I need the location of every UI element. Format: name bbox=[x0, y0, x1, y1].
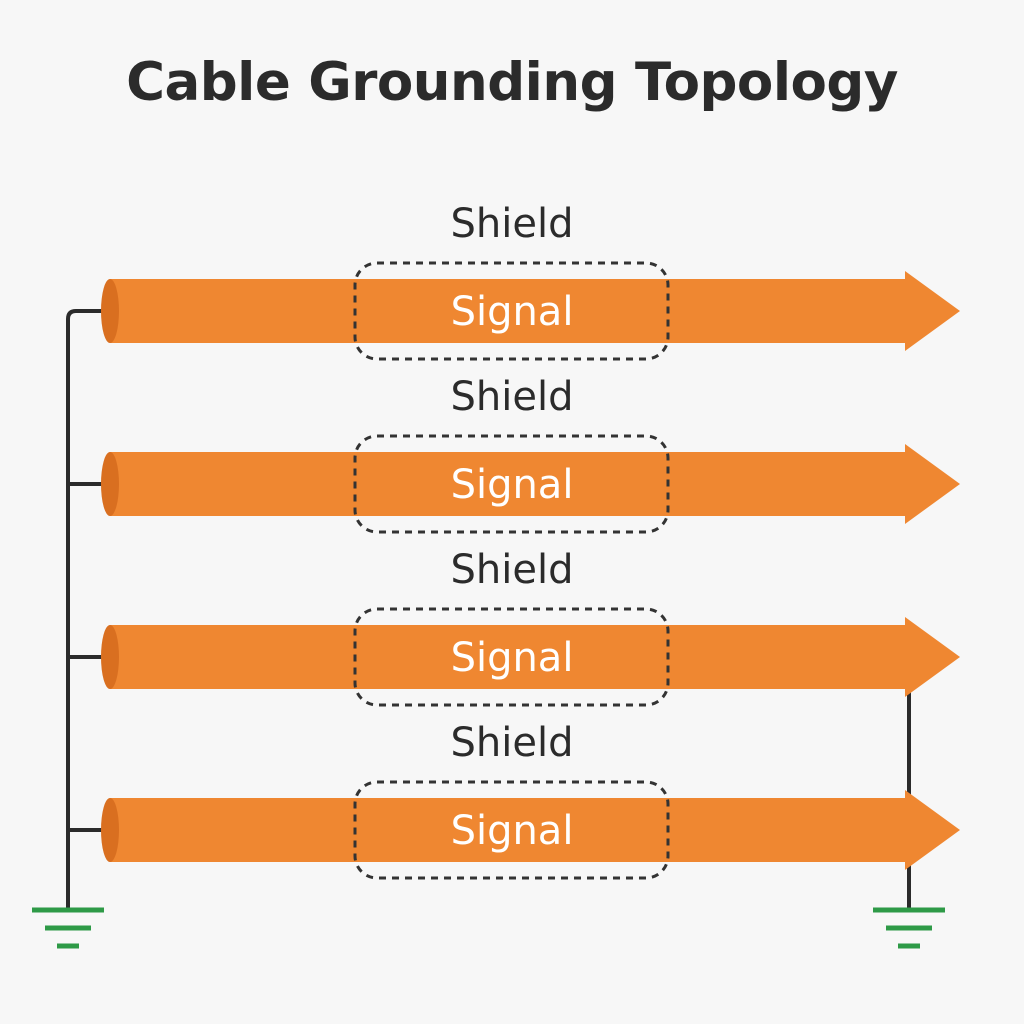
shield-label: Shield bbox=[451, 720, 574, 766]
shield-outline bbox=[353, 780, 670, 880]
shield-label: Shield bbox=[451, 374, 574, 420]
left-ground-symbol bbox=[32, 907, 104, 949]
signal-label: Signal bbox=[451, 635, 574, 681]
signal-label: Signal bbox=[451, 462, 574, 508]
signal-label: Signal bbox=[451, 289, 574, 335]
left-ground-bus bbox=[66, 309, 110, 910]
cable-body bbox=[110, 271, 960, 351]
shield-outline bbox=[353, 434, 670, 534]
signal-label: Signal bbox=[451, 808, 574, 854]
cable-body bbox=[110, 617, 960, 697]
cable-body bbox=[110, 444, 960, 524]
right-ground-symbol bbox=[873, 907, 945, 949]
shield-outline bbox=[353, 261, 670, 361]
shield-outline bbox=[353, 607, 670, 707]
ground-wiring bbox=[66, 309, 911, 910]
shield-label: Shield bbox=[451, 547, 574, 593]
diagram-title: Cable Grounding Topology bbox=[126, 52, 898, 113]
cable-end-cap bbox=[101, 452, 119, 516]
cable-end-cap bbox=[101, 625, 119, 689]
cable-end-cap bbox=[101, 798, 119, 862]
cable-body bbox=[110, 790, 960, 870]
cable-end-cap bbox=[101, 279, 119, 343]
shield-label: Shield bbox=[451, 201, 574, 247]
